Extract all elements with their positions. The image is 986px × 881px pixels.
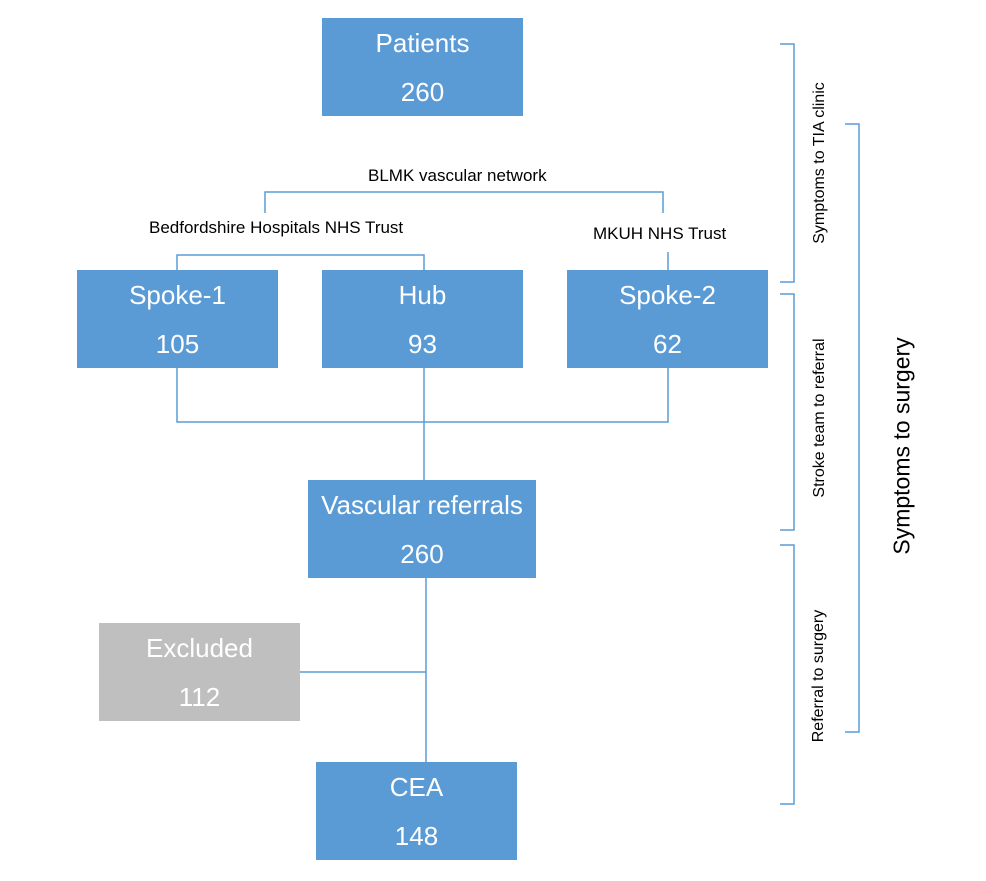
spoke1-title: Spoke-1 (129, 279, 226, 310)
cea-title: CEA (389, 771, 444, 802)
spoke2-count: 62 (653, 328, 682, 359)
referral-to-surgery-label: Referral to surgery (810, 609, 827, 743)
bracket-symptoms-tia (780, 43, 795, 283)
bedfordshire-label: Bedfordshire Hospitals NHS Trust (149, 218, 404, 237)
excluded-title: Excluded (146, 632, 253, 663)
excluded-count: 112 (178, 681, 221, 712)
hub-count: 93 (408, 328, 437, 359)
spoke1-box: Spoke-1 105 (77, 270, 278, 368)
mkuh-label: MKUH NHS Trust (593, 224, 727, 243)
stroke-to-referral-label: Stroke team to referral (811, 338, 828, 498)
vascular-referrals-title: Vascular referrals (321, 489, 523, 520)
bracket-stroke-referral (780, 293, 795, 531)
excluded-box: Excluded 112 (99, 623, 300, 721)
cea-count: 148 (394, 820, 439, 851)
hub-box: Hub 93 (322, 270, 523, 368)
vascular-referrals-box: Vascular referrals 260 (308, 480, 536, 578)
bracket-symptoms-surgery (845, 123, 860, 733)
network-bracket (264, 191, 664, 213)
vascular-referrals-count: 260 (400, 538, 444, 569)
bedfordshire-bracket (176, 254, 425, 270)
patients-count: 260 (400, 76, 445, 107)
symptoms-to-tia-label: Symptoms to TIA clinic (811, 82, 828, 244)
hub-title: Hub (398, 279, 447, 310)
spoke2-title: Spoke-2 (619, 279, 716, 310)
cea-box: CEA 148 (316, 762, 517, 860)
spoke1-count: 105 (155, 328, 200, 359)
patients-title: Patients (375, 27, 470, 58)
spoke2-box: Spoke-2 62 (567, 270, 768, 368)
symptoms-to-surgery-label: Symptoms to surgery (888, 337, 915, 555)
sites-merge-line (176, 368, 669, 423)
network-label: BLMK vascular network (368, 166, 547, 185)
patients-box: Patients 260 (322, 18, 523, 116)
bracket-referral-surgery (780, 544, 795, 805)
